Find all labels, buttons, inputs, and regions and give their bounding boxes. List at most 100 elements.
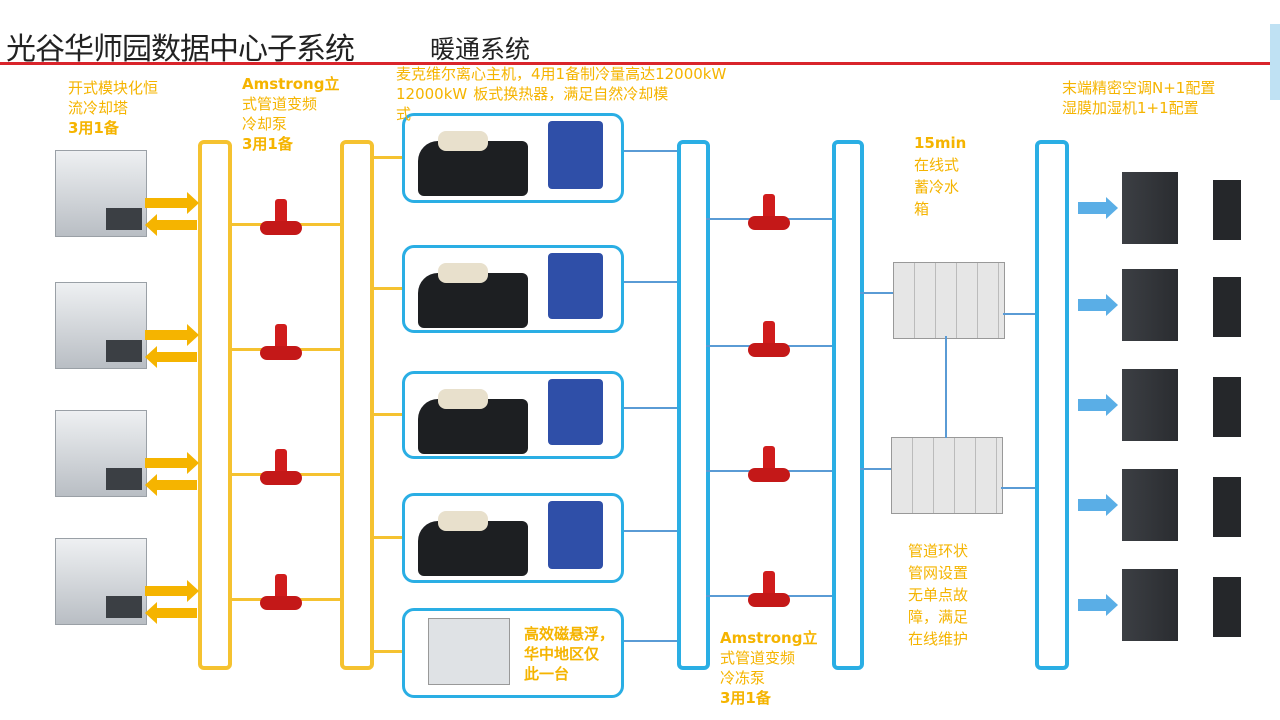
humidifier-icon <box>1213 180 1241 240</box>
blue-pipe <box>1001 487 1035 489</box>
yellow-pipe <box>370 536 402 539</box>
plate-heat-exchanger-icon <box>548 501 603 569</box>
blue-arrow-right <box>1078 494 1118 516</box>
plate-heat-exchanger-icon <box>548 379 603 445</box>
cooling-pump-icon <box>250 199 310 239</box>
label-line: 3用1备 <box>68 119 119 137</box>
label-line: 3用1备 <box>720 689 771 707</box>
label-line: 障，满足 <box>908 608 969 626</box>
page-title: 光谷华师园数据中心子系统 <box>6 32 355 67</box>
chiller-label: 麦克维尔离心主机，4用1备制冷量高达12000kW 12000kW 板式换热器，满… <box>396 64 726 124</box>
chilled-pump-icon <box>738 571 798 611</box>
cooling-tower <box>55 150 147 237</box>
blue-arrow-right <box>1078 594 1118 616</box>
cooling-return-header <box>340 140 374 670</box>
centrifugal-chiller-icon <box>418 131 528 196</box>
label-line: 冷冻泵 <box>720 669 766 687</box>
label-line: 板式换热器，满足自然冷却模 <box>473 85 669 103</box>
maglev-chiller-icon <box>428 618 510 685</box>
blue-pipe <box>624 407 677 409</box>
ring-network-label: 管道环状管网设置无单点故障，满足在线维护 <box>908 540 968 650</box>
chilled-header-1 <box>677 140 710 670</box>
pump-part <box>260 596 302 610</box>
label-line: 15min <box>914 134 967 152</box>
label-line: 蓄冷水 <box>914 178 960 196</box>
cooling-pump-icon <box>250 449 310 489</box>
cooling-supply-header <box>198 140 232 670</box>
pump-part <box>763 321 775 347</box>
pump-part <box>748 343 790 357</box>
label-line: 在线维护 <box>908 630 969 648</box>
pump-part <box>275 199 287 225</box>
label-line: 末端精密空调N+1配置 <box>1062 79 1216 97</box>
label-line: 湿膜加湿机1+1配置 <box>1062 99 1199 117</box>
label-line: 式管道变频 <box>720 649 796 667</box>
storage-tank-icon <box>891 437 1003 514</box>
precision-ac-icon <box>1122 172 1178 244</box>
plate-heat-exchanger-icon <box>548 253 603 319</box>
label-line: 麦克维尔离心主机，4用1备制冷量高达12000kW <box>396 65 727 83</box>
maglev-label: 高效磁悬浮，华中地区仅此一台 <box>524 624 614 684</box>
pump-part <box>260 221 302 235</box>
label-line: 箱 <box>914 200 930 218</box>
yellow-arrow-right <box>145 192 199 214</box>
storage-tank-icon <box>893 262 1005 339</box>
blue-arrow-right <box>1078 294 1118 316</box>
pump-part <box>260 471 302 485</box>
precision-ac-icon <box>1122 269 1178 341</box>
humidifier-icon <box>1213 477 1241 537</box>
cooling-tower <box>55 538 147 625</box>
cooling-tower <box>55 282 147 369</box>
centrifugal-chiller-icon <box>418 263 528 328</box>
blue-pipe <box>624 281 677 283</box>
centrifugal-chiller-icon <box>418 389 528 454</box>
humidifier-icon <box>1213 377 1241 437</box>
blue-pipe <box>624 640 677 642</box>
yellow-arrow-left <box>145 474 197 496</box>
pump-part <box>763 446 775 472</box>
precision-ac-icon <box>1122 469 1178 541</box>
plate-heat-exchanger-icon <box>548 121 603 189</box>
label-line: Amstrong立 <box>720 629 818 647</box>
blue-arrow-right <box>1078 394 1118 416</box>
chilled-pump-icon <box>738 321 798 361</box>
yellow-pipe <box>370 650 402 653</box>
yellow-pipe <box>370 413 402 416</box>
terminal-label: 末端精密空调N+1配置湿膜加湿机1+1配置 <box>1062 78 1215 118</box>
label-line: 在线式 <box>914 156 960 174</box>
blue-pipe <box>624 150 677 152</box>
pump-part <box>260 346 302 360</box>
cooling-tower <box>55 410 147 497</box>
title-divider <box>0 62 1270 65</box>
label-line: 冷却泵 <box>242 115 288 133</box>
label-line: 管道环状 <box>908 542 969 560</box>
precision-ac-icon <box>1122 369 1178 441</box>
pump-part <box>275 574 287 600</box>
label-line: 此一台 <box>524 665 570 683</box>
yellow-arrow-right <box>145 324 199 346</box>
blue-pipe <box>1003 313 1035 315</box>
humidifier-icon <box>1213 277 1241 337</box>
label-line: 无单点故 <box>908 586 969 604</box>
chilled-header-3 <box>1035 140 1069 670</box>
label-line: 3用1备 <box>242 135 293 153</box>
yellow-pipe <box>370 287 402 290</box>
blue-pipe <box>624 530 677 532</box>
label-line: 12000kW <box>396 85 468 103</box>
cooling-pump-icon <box>250 324 310 364</box>
pump-part <box>763 571 775 597</box>
chilled-pump-label: Amstrong立式管道变频冷冻泵 3用1备 <box>720 628 817 708</box>
pump-part <box>275 324 287 350</box>
cooling-pump-icon <box>250 574 310 614</box>
slide-accent-bar <box>1270 24 1280 100</box>
chilled-pump-icon <box>738 446 798 486</box>
page-subtitle: 暖通系统 <box>430 35 531 64</box>
precision-ac-icon <box>1122 569 1178 641</box>
label-line: 管网设置 <box>908 564 969 582</box>
yellow-arrow-left <box>145 214 197 236</box>
yellow-arrow-left <box>145 346 197 368</box>
blue-arrow-right <box>1078 197 1118 219</box>
label-line: 华中地区仅 <box>524 645 600 663</box>
